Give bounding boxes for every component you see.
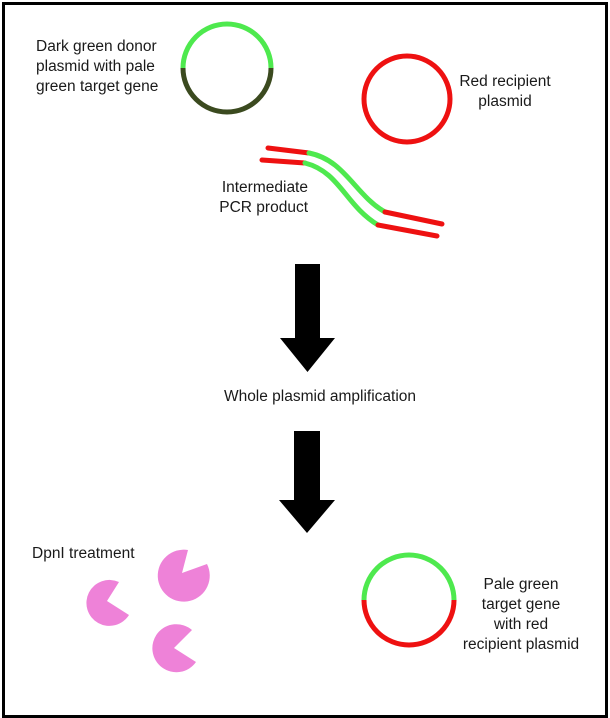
result-plasmid-recipient-arc	[361, 599, 457, 648]
pcr-strand-top-left-red	[265, 145, 312, 156]
step-label-text: Whole plasmid amplification	[223, 388, 417, 405]
pcr-product-label-line-2: PCR product	[219, 199, 308, 216]
result-plasmid-label-line-1: Pale green	[483, 576, 559, 593]
pcr-strand-top-green	[306, 150, 388, 215]
result-plasmid-label: Pale green target gene with red recipien…	[456, 575, 586, 655]
dpni-enzymes	[86, 549, 210, 673]
donor-plasmid-label-line-2: plasmid with pale	[36, 58, 155, 75]
recipient-plasmid-label-line-2: plasmid	[478, 93, 532, 110]
result-plasmid-label-line-4: recipient plasmid	[462, 636, 580, 653]
dpni-enzyme-2	[86, 579, 129, 626]
result-plasmid	[361, 552, 457, 648]
pcr-product	[259, 145, 445, 239]
donor-plasmid-label-line-3: green target gene	[36, 78, 159, 95]
donor-plasmid-target-gene-arc	[180, 21, 274, 69]
pcr-strand-bottom-green	[302, 160, 381, 228]
result-plasmid-label-line-3: with red	[493, 616, 549, 633]
dpni-enzyme-1	[157, 549, 210, 602]
result-plasmid-target-gene-arc	[361, 552, 457, 601]
pcr-product-label-line-1: Intermediate	[221, 179, 308, 196]
result-plasmid-label-line-2: target gene	[481, 596, 561, 613]
pcr-product-label: Intermediate PCR product	[200, 178, 308, 218]
dpni-label-text: DpnI treatment	[32, 545, 135, 562]
donor-plasmid-backbone-arc	[180, 67, 274, 115]
down-arrow-1	[280, 264, 335, 372]
down-arrow-2	[279, 431, 335, 533]
donor-plasmid-label-line-1: Dark green donor	[36, 38, 157, 55]
pcr-strand-top-right-red	[382, 209, 445, 227]
recipient-plasmid	[361, 53, 453, 145]
recipient-plasmid-label-line-1: Red recipient	[459, 73, 551, 90]
pcr-strand-bottom-left-red	[259, 157, 308, 166]
dpni-enzyme-3	[152, 624, 196, 673]
dpni-label: DpnI treatment	[32, 544, 135, 564]
donor-plasmid	[180, 21, 274, 115]
pcr-strand-bottom-right-red	[375, 222, 440, 239]
recipient-plasmid-label: Red recipient plasmid	[455, 72, 555, 112]
donor-plasmid-label: Dark green donor plasmid with pale green…	[36, 37, 158, 97]
step-label: Whole plasmid amplification	[200, 387, 440, 407]
